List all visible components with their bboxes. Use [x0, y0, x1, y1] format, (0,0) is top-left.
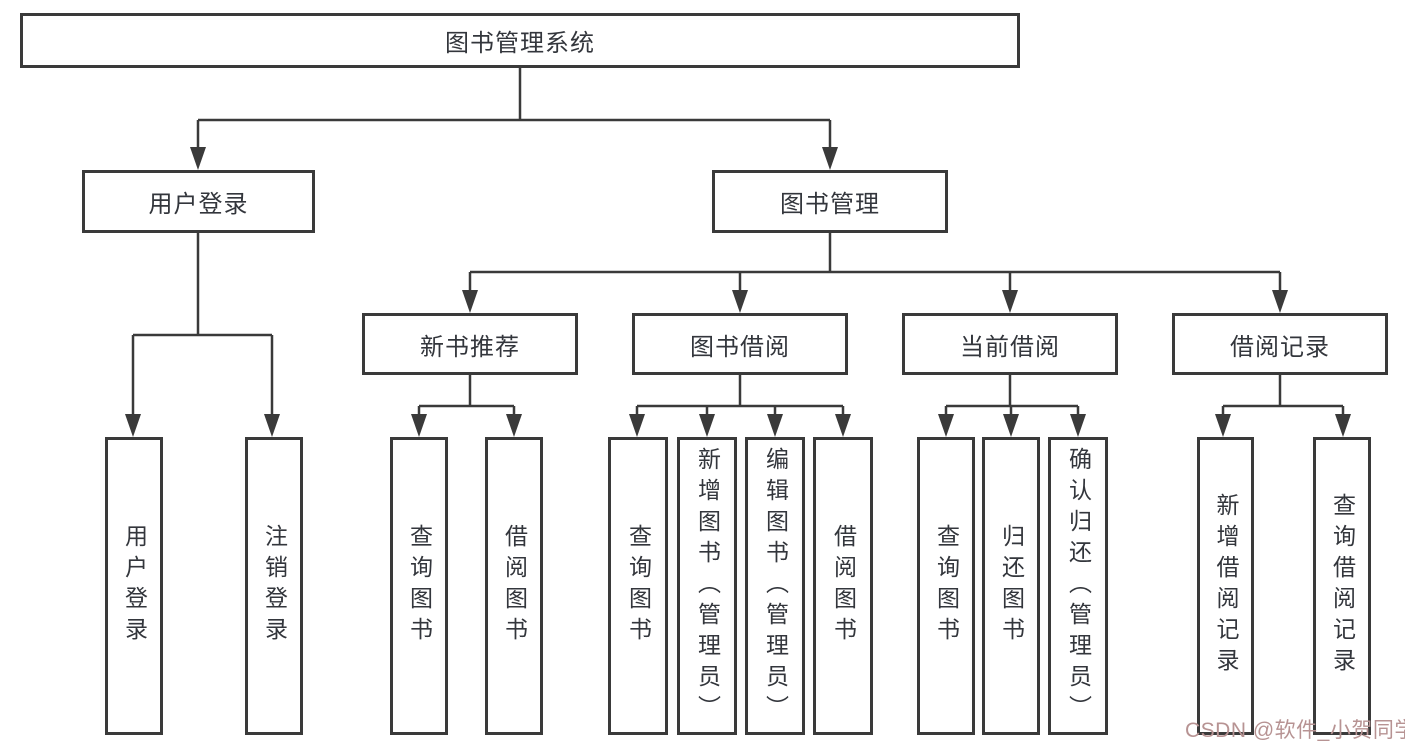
leaf-node-user-login: 用户登录	[105, 437, 163, 735]
branch-node-label: 当前借阅	[960, 333, 1060, 361]
branch-node-book-management: 图书管理	[712, 170, 948, 233]
leaf-node-edit-books-admin: 编辑图书（管理员）	[745, 437, 805, 735]
root-node-book-management-system: 图书管理系统	[20, 13, 1020, 68]
branch-node-current-borrowing: 当前借阅	[902, 313, 1118, 375]
branch-node-user-login: 用户登录	[82, 170, 315, 233]
root-node-label: 图书管理系统	[445, 30, 595, 57]
leaf-node-label: 注销登录	[261, 524, 288, 648]
leaf-node-label: 借阅图书	[501, 524, 528, 648]
leaf-node-label: 归还图书	[998, 524, 1025, 648]
leaf-node-label: 新增图书（管理员）	[694, 446, 721, 726]
leaf-node-label: 查询图书	[406, 524, 433, 648]
branch-node-label: 借阅记录	[1230, 333, 1330, 361]
leaf-node-label: 借阅图书	[830, 524, 857, 648]
leaf-node-label: 新增借阅记录	[1213, 493, 1239, 679]
leaf-node-label: 查询图书	[933, 524, 960, 648]
branch-node-label: 用户登录	[148, 191, 249, 218]
branch-node-book-borrowing: 图书借阅	[632, 313, 848, 375]
leaf-node-borrow-books: 借阅图书	[813, 437, 873, 735]
leaf-node-query-borrow-record: 查询借阅记录	[1313, 437, 1371, 735]
leaf-node-label: 用户登录	[121, 524, 148, 648]
branch-node-new-book-recommendation: 新书推荐	[362, 313, 578, 375]
leaf-node-label: 查询图书	[625, 524, 652, 648]
branch-node-borrowing-records: 借阅记录	[1172, 313, 1388, 375]
leaf-node-label: 编辑图书（管理员）	[762, 446, 789, 726]
leaf-node-add-books-admin: 新增图书（管理员）	[677, 437, 737, 735]
arrowheads	[125, 147, 1351, 437]
leaf-node-logout: 注销登录	[245, 437, 303, 735]
leaf-node-query-books-newbook: 查询图书	[390, 437, 448, 735]
branch-node-label: 图书借阅	[690, 333, 790, 361]
leaf-node-return-books: 归还图书	[982, 437, 1040, 735]
branch-node-label: 图书管理	[780, 191, 880, 218]
leaf-node-label: 查询借阅记录	[1329, 493, 1356, 679]
leaf-node-query-books-borrow: 查询图书	[608, 437, 668, 735]
leaf-node-label: 确认归还（管理员）	[1065, 446, 1092, 726]
csdn-watermark: CSDN @软件_小贺同学	[1185, 719, 1405, 742]
leaf-node-add-borrow-record: 新增借阅记录	[1197, 437, 1254, 735]
leaf-node-borrow-books-newbook: 借阅图书	[485, 437, 543, 735]
leaf-node-confirm-return-admin: 确认归还（管理员）	[1048, 437, 1108, 735]
leaf-node-query-books-current: 查询图书	[917, 437, 975, 735]
branch-node-label: 新书推荐	[420, 333, 520, 361]
